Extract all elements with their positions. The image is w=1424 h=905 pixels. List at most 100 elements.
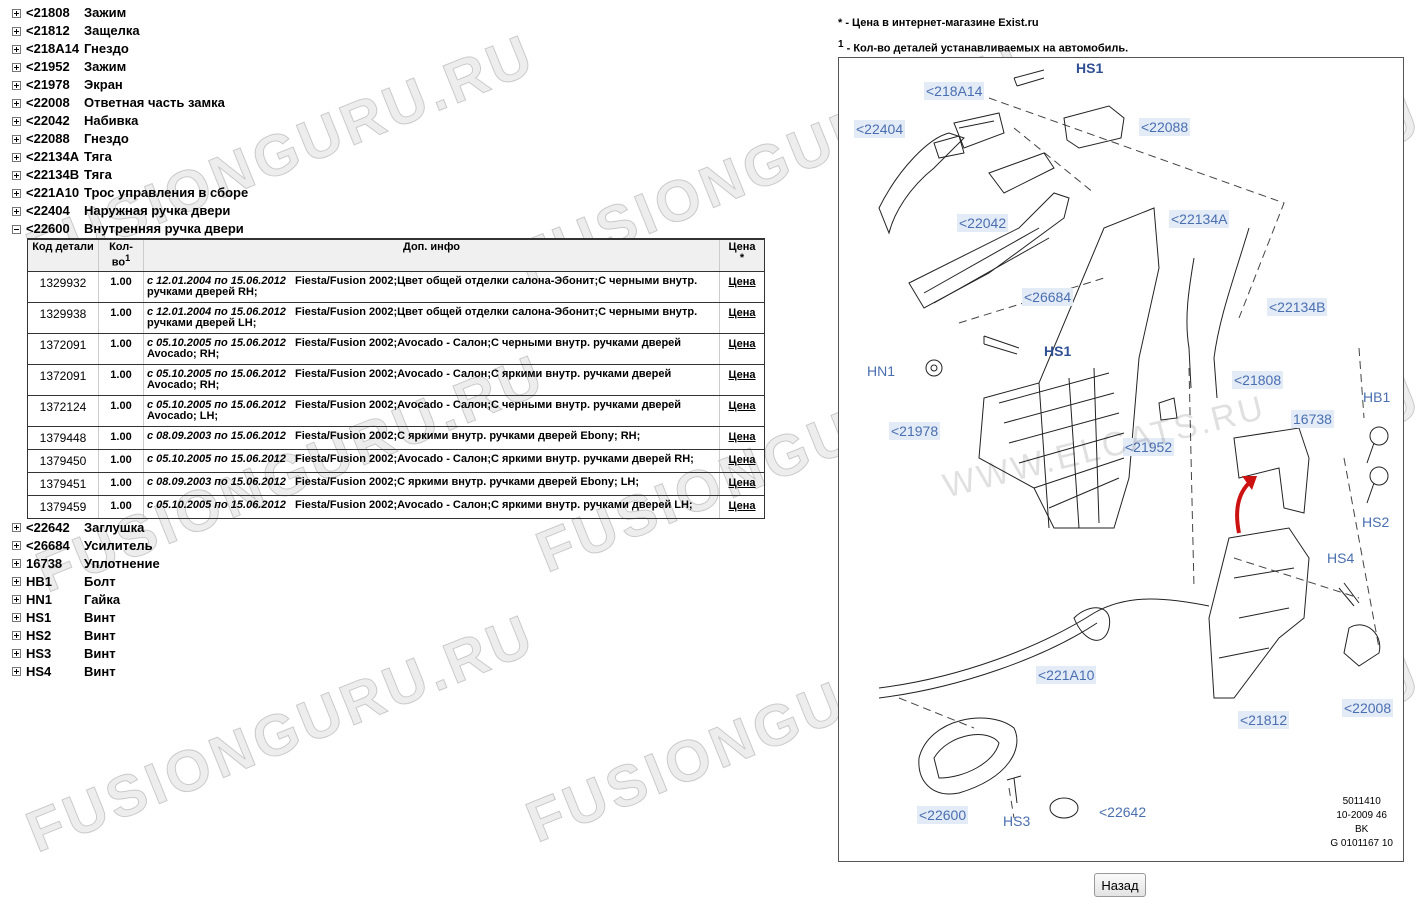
- tree-item[interactable]: <22134B Тяга: [12, 166, 772, 184]
- tree-item[interactable]: HS1 Винт: [12, 609, 772, 627]
- back-button[interactable]: Назад: [1094, 873, 1146, 897]
- tree-item-code[interactable]: <21978: [26, 77, 70, 92]
- callout-hb1[interactable]: HB1: [1363, 389, 1391, 405]
- expand-icon[interactable]: [12, 206, 21, 216]
- tree-item-name[interactable]: Зажим: [84, 5, 127, 20]
- tree-item-code[interactable]: HN1: [26, 591, 53, 607]
- callout-22134b[interactable]: <22134B: [1267, 298, 1328, 316]
- tree-item-name[interactable]: Винт: [84, 627, 116, 643]
- callout-22088[interactable]: <22088: [1139, 118, 1191, 136]
- tree-item-name[interactable]: Тяга: [84, 167, 112, 182]
- expand-icon[interactable]: [12, 170, 21, 180]
- tree-item[interactable]: HS3 Винт: [12, 645, 772, 663]
- tree-item-name[interactable]: Экран: [84, 77, 123, 92]
- callout-22642[interactable]: <22642: [1099, 804, 1147, 820]
- tree-item[interactable]: <21808 Зажим: [12, 4, 772, 22]
- tree-item-code[interactable]: <21952: [26, 59, 70, 74]
- tree-item-code[interactable]: <22134B: [26, 167, 80, 182]
- tree-item-name[interactable]: Усилитель: [84, 537, 153, 553]
- expand-icon[interactable]: [12, 577, 21, 587]
- callout-21808[interactable]: <21808: [1232, 371, 1284, 389]
- tree-item-code[interactable]: <221A10: [26, 185, 80, 200]
- tree-item-name[interactable]: Внутренняя ручка двери: [84, 221, 244, 236]
- tree-item-name[interactable]: Зажим: [84, 59, 127, 74]
- tree-item-code[interactable]: 16738: [26, 555, 63, 571]
- tree-item-name[interactable]: Гнездо: [84, 41, 129, 56]
- tree-item[interactable]: 16738 Уплотнение: [12, 555, 772, 573]
- callout-21952[interactable]: <21952: [1123, 438, 1175, 456]
- tree-item-code[interactable]: <22600: [26, 221, 70, 236]
- tree-item[interactable]: <22404 Наружная ручка двери: [12, 202, 772, 220]
- tree-item-code[interactable]: HS4: [26, 663, 52, 679]
- tree-item-name[interactable]: Защелка: [84, 23, 140, 38]
- tree-item-name[interactable]: Уплотнение: [84, 555, 160, 571]
- tree-item-code[interactable]: <21808: [26, 5, 70, 20]
- tree-item-name[interactable]: Наружная ручка двери: [84, 203, 231, 218]
- expand-icon[interactable]: [12, 649, 21, 659]
- tree-item-code[interactable]: HS3: [26, 645, 52, 661]
- tree-item-name[interactable]: Заглушка: [84, 519, 145, 535]
- tree-item-expanded[interactable]: <22600 Внутренняя ручка двери: [12, 220, 772, 238]
- tree-item-code[interactable]: <22042: [26, 113, 70, 128]
- tree-item[interactable]: <21812 Защелка: [12, 22, 772, 40]
- callout-22134a[interactable]: <22134A: [1169, 210, 1230, 228]
- tree-item-code[interactable]: <22134A: [26, 149, 80, 164]
- callout-21978[interactable]: <21978: [889, 422, 941, 440]
- price-link[interactable]: Цена: [728, 368, 756, 381]
- tree-item-code[interactable]: <22088: [26, 131, 70, 146]
- price-link[interactable]: Цена: [728, 399, 756, 412]
- expand-icon[interactable]: [12, 26, 21, 36]
- callout-hs4[interactable]: HS4: [1327, 550, 1355, 566]
- callout-22600[interactable]: <22600: [917, 806, 969, 824]
- tree-item-code[interactable]: HS1: [26, 609, 52, 625]
- expand-icon[interactable]: [12, 134, 21, 144]
- callout-221a10[interactable]: <221A10: [1036, 666, 1097, 684]
- tree-item-code[interactable]: <218A14: [26, 41, 80, 56]
- tree-item-code[interactable]: HB1: [26, 573, 53, 589]
- price-link[interactable]: Цена: [728, 499, 756, 512]
- tree-item-code[interactable]: <21812: [26, 23, 70, 38]
- expand-icon[interactable]: [12, 541, 21, 551]
- expand-icon[interactable]: [12, 667, 21, 677]
- callout-21812[interactable]: <21812: [1238, 711, 1290, 729]
- tree-item-name[interactable]: Винт: [84, 645, 116, 661]
- collapse-icon[interactable]: [12, 224, 21, 234]
- tree-item-code[interactable]: <22008: [26, 95, 70, 110]
- tree-item[interactable]: <21952 Зажим: [12, 58, 772, 76]
- callout-16738[interactable]: 16738: [1291, 410, 1334, 428]
- tree-item[interactable]: <22042 Набивка: [12, 112, 772, 130]
- tree-item-code[interactable]: <26684: [26, 537, 70, 553]
- callout-hs2[interactable]: HS2: [1362, 514, 1390, 530]
- price-link[interactable]: Цена: [728, 306, 756, 319]
- callout-hs3[interactable]: HS3: [1003, 813, 1031, 829]
- expand-icon[interactable]: [12, 8, 21, 18]
- price-link[interactable]: Цена: [728, 476, 756, 489]
- expand-icon[interactable]: [12, 98, 21, 108]
- callout-218a14[interactable]: <218A14: [924, 82, 985, 100]
- tree-item-name[interactable]: Набивка: [84, 113, 139, 128]
- expand-icon[interactable]: [12, 631, 21, 641]
- price-link[interactable]: Цена: [728, 337, 756, 350]
- callout-22042[interactable]: <22042: [957, 214, 1009, 232]
- price-link[interactable]: Цена: [728, 430, 756, 443]
- callout-22008[interactable]: <22008: [1342, 699, 1394, 717]
- tree-item[interactable]: HB1 Болт: [12, 573, 772, 591]
- tree-item[interactable]: <218A14 Гнездо: [12, 40, 772, 58]
- tree-item-name[interactable]: Тяга: [84, 149, 112, 164]
- tree-item-name[interactable]: Винт: [84, 609, 116, 625]
- tree-item-code[interactable]: <22404: [26, 203, 70, 218]
- callout-22404[interactable]: <22404: [854, 120, 906, 138]
- expand-icon[interactable]: [12, 152, 21, 162]
- expand-icon[interactable]: [12, 116, 21, 126]
- tree-item[interactable]: <21978 Экран: [12, 76, 772, 94]
- callout-26684[interactable]: <26684: [1022, 288, 1074, 306]
- expand-icon[interactable]: [12, 80, 21, 90]
- tree-item-name[interactable]: Болт: [84, 573, 116, 589]
- tree-item-code[interactable]: HS2: [26, 627, 52, 643]
